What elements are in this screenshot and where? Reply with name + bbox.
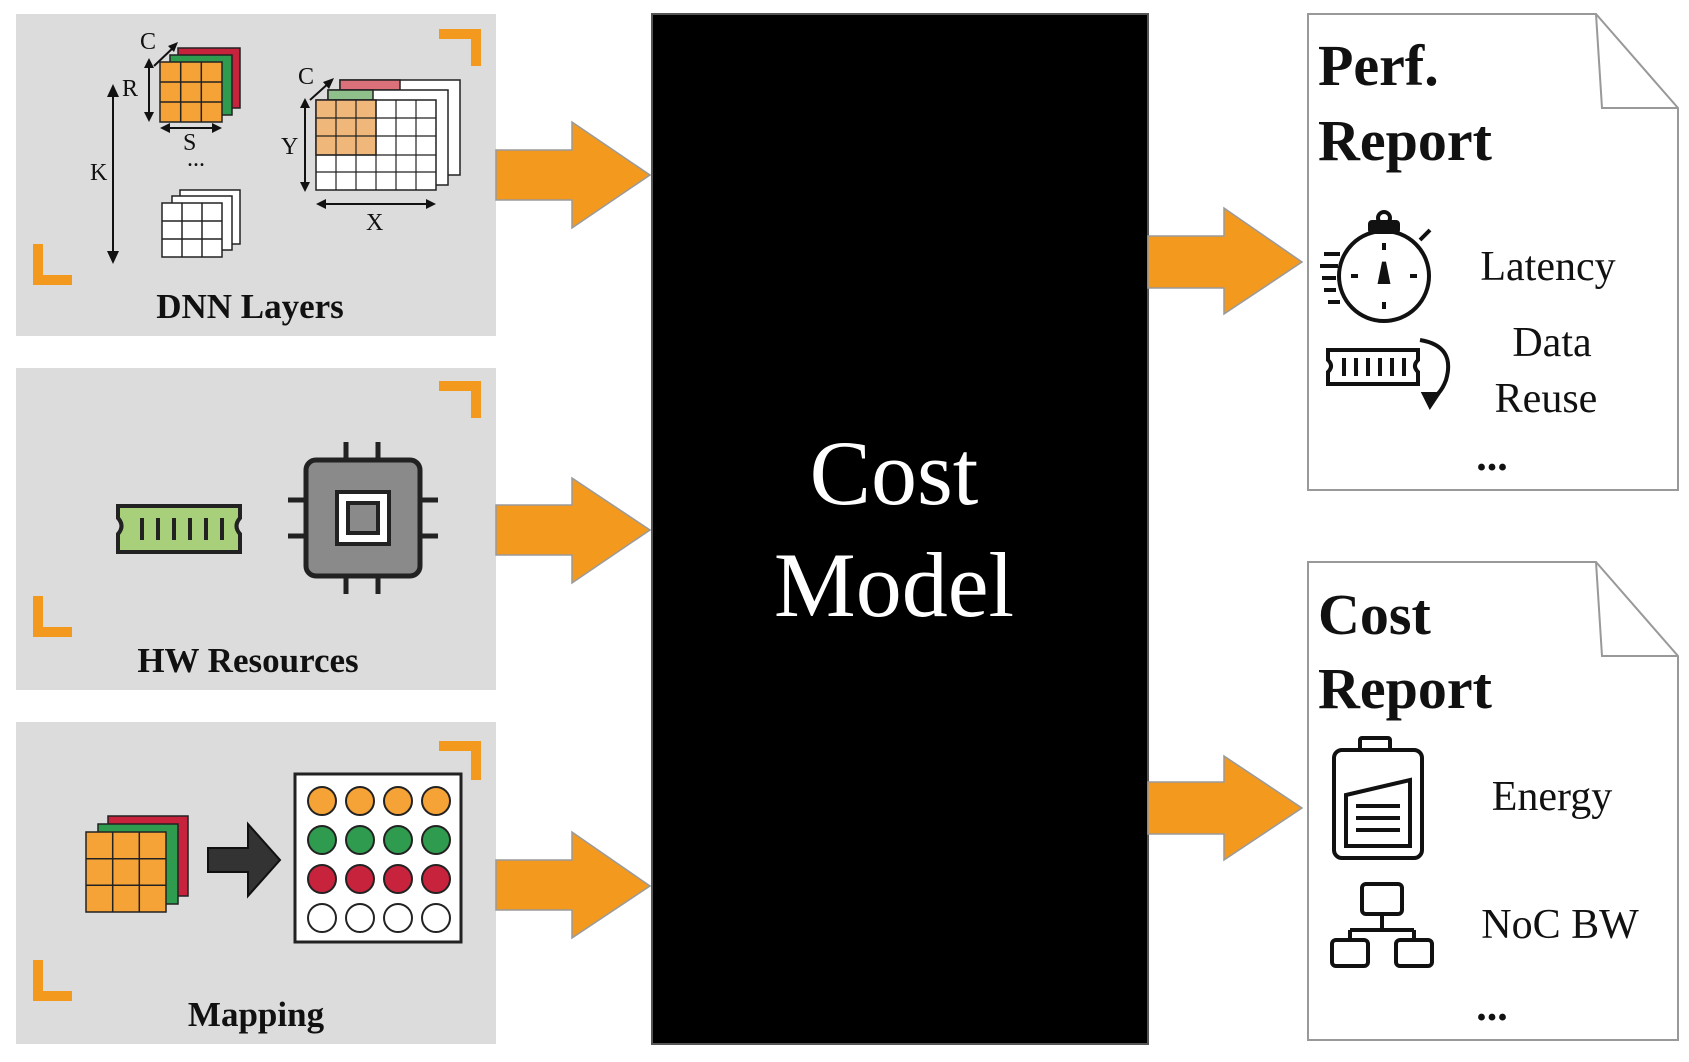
perf-report-title-line1: Perf. <box>1318 33 1439 98</box>
hw-resources-label: HW Resources <box>137 641 358 680</box>
cost-report-document: Cost Report Energy NoC BW ... <box>1307 561 1679 1041</box>
memory-reuse-icon <box>1326 338 1451 410</box>
k-dimension-arrow <box>107 84 119 264</box>
input-arrows <box>495 120 652 940</box>
dnn-layers-panel: C R S K ... C Y X DNN Layers <box>16 14 496 336</box>
right-arrow-icon <box>1147 206 1304 316</box>
stopwatch-icon <box>1320 210 1432 323</box>
corner-bracket-top-right <box>439 381 481 418</box>
cost-model-block: Cost Model <box>651 13 1149 1045</box>
dim-label-c1: C <box>140 29 156 55</box>
corner-bracket-bottom-left <box>33 244 72 285</box>
filter-stack-icon <box>85 815 189 913</box>
dim-label-c2: C <box>298 64 314 90</box>
hw-resources-panel: HW Resources <box>16 368 496 690</box>
perf-item-more: ... <box>1476 434 1508 480</box>
cost-report-title-line1: Cost <box>1318 582 1431 647</box>
dim-label-r: R <box>122 76 138 102</box>
right-arrow-icon <box>495 830 652 940</box>
corner-bracket-top-right <box>439 29 481 66</box>
filter-stack-white-icon <box>161 189 241 258</box>
network-topology-icon <box>1330 882 1434 968</box>
cost-item-energy: Energy <box>1492 774 1613 820</box>
perf-item-reuse: Reuse <box>1495 376 1598 422</box>
mapping-panel: Mapping <box>16 722 496 1044</box>
perf-report-document: Perf. Report <box>1307 13 1679 491</box>
right-arrow-icon <box>495 120 652 230</box>
dim-label-y: Y <box>281 134 298 160</box>
output-arrows <box>1147 206 1304 862</box>
cost-report-title-line2: Report <box>1318 656 1493 721</box>
perf-item-latency: Latency <box>1480 244 1615 290</box>
corner-bracket-top-right <box>439 741 481 780</box>
processor-chip-icon <box>288 442 438 594</box>
input-feature-map-icon <box>300 78 461 209</box>
pe-array-icon <box>293 772 463 944</box>
cost-item-more: ... <box>1476 984 1508 1030</box>
cost-model-line1: Cost <box>810 422 979 524</box>
perf-report-title-line2: Report <box>1318 108 1493 173</box>
corner-bracket-bottom-left <box>33 960 72 1001</box>
dim-label-x: X <box>366 210 383 236</box>
dim-label-s: S <box>183 130 196 156</box>
perf-item-data: Data <box>1512 320 1592 366</box>
dnn-layers-label: DNN Layers <box>156 287 344 326</box>
cost-item-noc-bw: NoC BW <box>1481 902 1639 948</box>
right-arrow-icon <box>495 476 652 585</box>
corner-bracket-bottom-left <box>33 596 72 637</box>
battery-icon <box>1332 736 1424 860</box>
dim-label-k: K <box>90 160 108 186</box>
mapping-label: Mapping <box>188 995 325 1034</box>
right-arrow-icon <box>1147 754 1304 862</box>
memory-module-icon <box>116 504 242 554</box>
mapping-arrow-icon <box>207 821 282 899</box>
filter-stack-icon <box>144 42 241 133</box>
dim-label-dots: ... <box>187 146 205 172</box>
cost-model-line2: Model <box>774 534 1014 636</box>
